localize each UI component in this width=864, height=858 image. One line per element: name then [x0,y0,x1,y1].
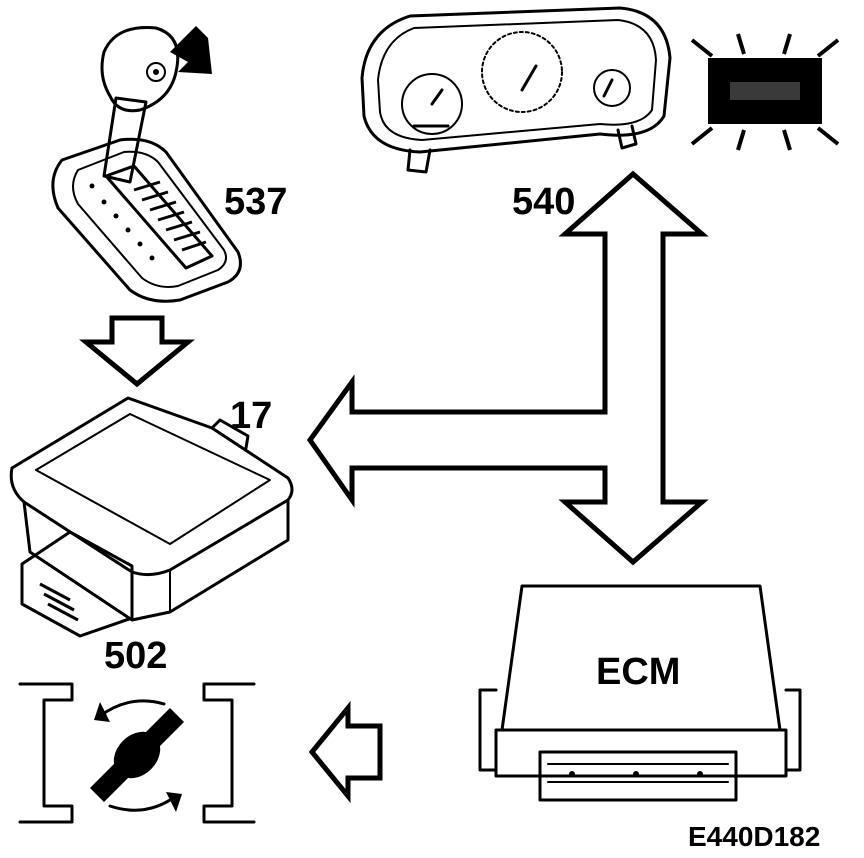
figure-id: E440D182 [688,821,820,852]
gear-selector-icon [51,26,242,303]
label-ecm: ECM [596,651,680,693]
label-537: 537 [224,181,287,223]
label-540: 540 [512,181,575,223]
ecm-module-icon [478,584,802,802]
actuator-icon [18,682,256,824]
left-arrow-icon [308,700,383,804]
label-502: 502 [104,635,167,677]
gate-stripes [133,180,207,252]
down-arrow-icon [79,315,195,388]
tcm-module-icon [9,396,294,638]
label-17: 17 [230,395,272,437]
warning-lamp-icon [690,33,840,151]
bus-arrow-icon [306,170,709,566]
instrument-cluster-icon [360,6,672,174]
